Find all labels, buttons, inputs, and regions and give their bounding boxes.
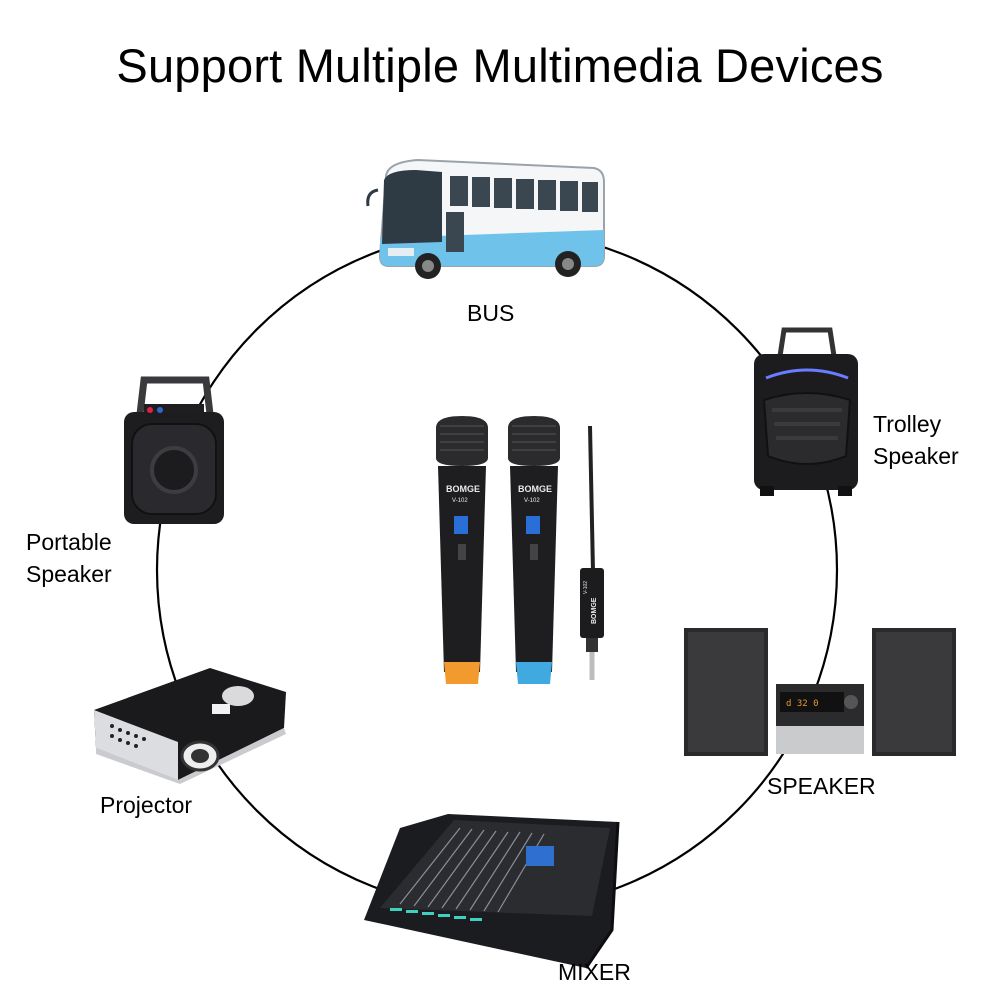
mixer-label: MIXER — [558, 959, 631, 985]
trolley-speaker-label-line1: Trolley — [873, 411, 942, 437]
svg-text:d 32 0: d 32 0 — [786, 699, 819, 709]
projector-icon — [92, 664, 288, 784]
portable-speaker-label: Portable Speaker — [26, 526, 112, 590]
audio-mixer-icon — [360, 808, 626, 974]
bus-icon — [358, 150, 608, 290]
mic-left-brand: BOMGE — [446, 484, 480, 494]
speaker-label: SPEAKER — [767, 773, 876, 799]
portable-speaker-icon — [120, 376, 228, 530]
bus-label: BUS — [467, 300, 515, 326]
trolley-speaker-icon — [752, 326, 862, 498]
wireless-microphones-icon: BOMGE V-102 BOMGE V-102 BOMGE V-102 — [430, 412, 620, 688]
speaker-system-icon: d 32 0 — [684, 626, 960, 758]
portable-speaker-label-line1: Portable — [26, 529, 112, 555]
trolley-speaker-label-line2: Speaker — [873, 443, 959, 469]
mic-right-model: V-102 — [524, 498, 540, 504]
page-title: Support Multiple Multimedia Devices — [116, 39, 884, 92]
portable-speaker-label-line2: Speaker — [26, 561, 112, 587]
trolley-speaker-label: Trolley Speaker — [873, 408, 959, 472]
receiver-brand: BOMGE — [591, 597, 598, 624]
projector-label: Projector — [100, 792, 193, 818]
mic-left-model: V-102 — [452, 498, 468, 504]
receiver-model: V-102 — [583, 581, 589, 594]
mic-right-brand: BOMGE — [518, 484, 552, 494]
